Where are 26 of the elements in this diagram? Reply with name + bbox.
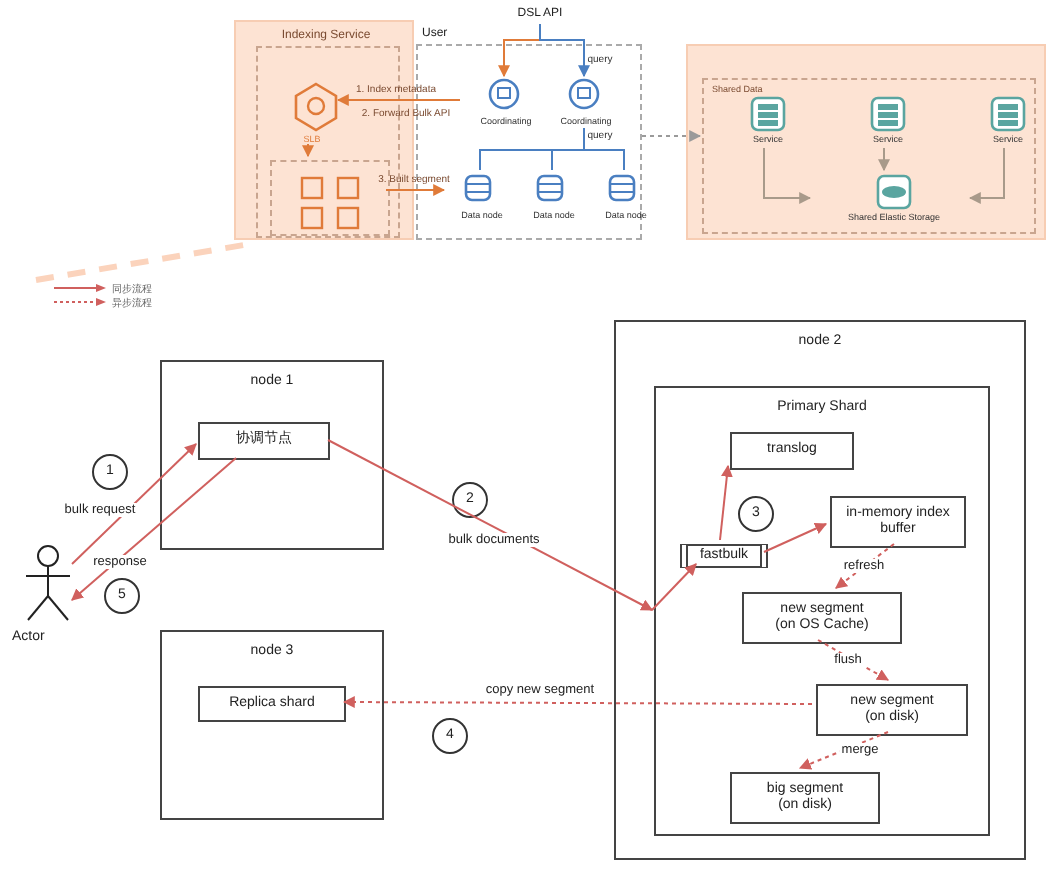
node-frame <box>654 386 990 836</box>
arrow <box>302 143 314 158</box>
arrow <box>342 696 813 709</box>
node-frame <box>614 320 1026 860</box>
arrow <box>763 523 828 553</box>
arrow <box>539 23 590 78</box>
arrow <box>798 731 889 770</box>
arrow <box>651 563 697 611</box>
arrow <box>327 439 654 611</box>
arrow <box>835 543 895 589</box>
arrow <box>71 457 237 601</box>
node-frame <box>160 360 384 550</box>
service-panel <box>686 44 1046 240</box>
connector-line <box>583 127 625 171</box>
arrow <box>878 147 890 172</box>
arrow <box>336 94 461 106</box>
arrow <box>968 147 1005 204</box>
person-figure <box>24 544 72 624</box>
arrow <box>763 147 812 204</box>
arrow <box>385 184 446 196</box>
group-frame <box>702 78 1036 234</box>
arrow <box>641 130 702 142</box>
node-frame <box>160 630 384 820</box>
arrow <box>71 443 197 565</box>
arrow <box>719 464 733 541</box>
group-frame <box>270 160 390 236</box>
